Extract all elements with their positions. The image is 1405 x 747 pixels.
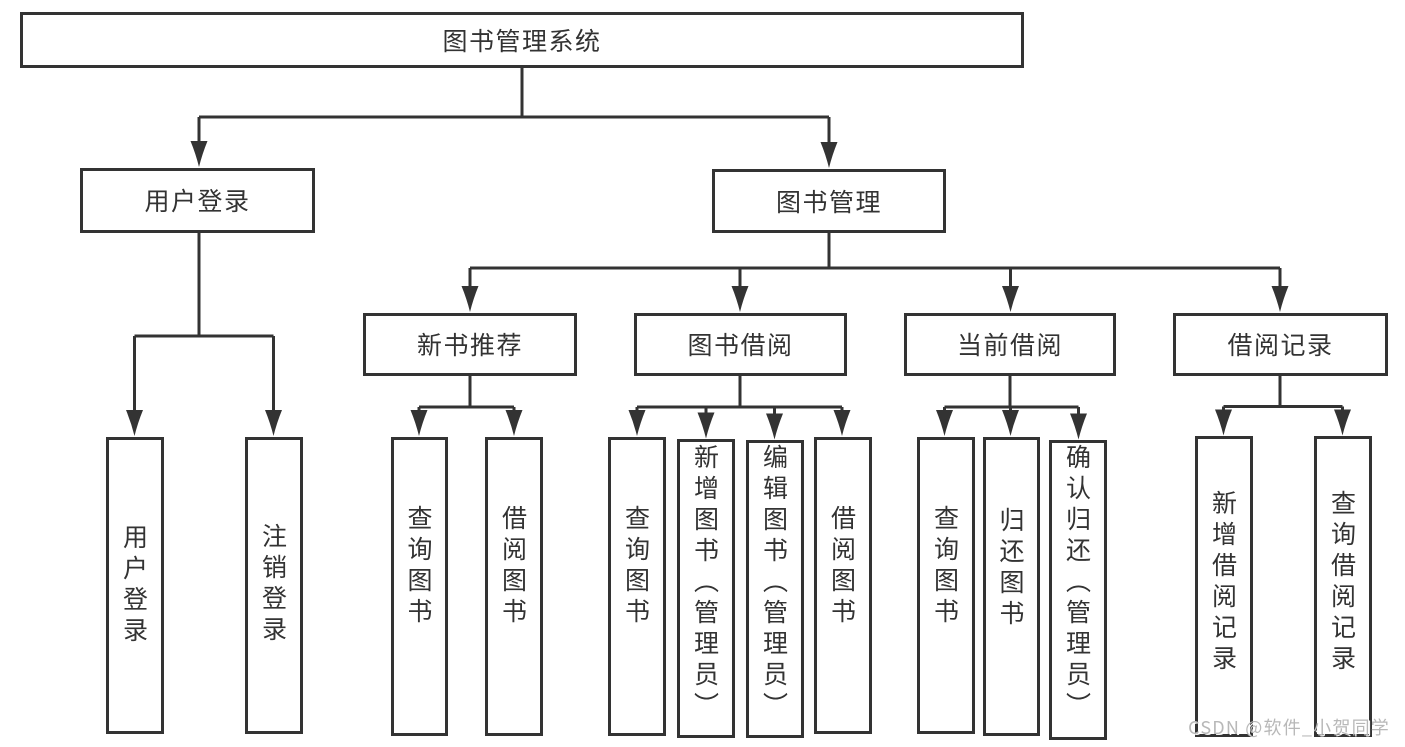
node-library-system-label: 图书管理系统	[442, 21, 602, 58]
leaf-query-borrow-record: 查询借阅记录	[1314, 436, 1372, 737]
leaf-add-book-admin-label: 新增图书（管理员）	[688, 444, 725, 723]
node-borrowing-records: 借阅记录	[1173, 313, 1388, 376]
leaf-edit-book-admin-label: 编辑图书（管理员）	[757, 444, 794, 723]
leaf-query-book-2-label: 查询图书	[619, 505, 656, 629]
leaf-query-book-2: 查询图书	[608, 437, 666, 736]
node-book-management-label: 图书管理	[775, 182, 882, 219]
leaf-query-book-3-label: 查询图书	[928, 505, 965, 629]
node-user-login-label: 用户登录	[144, 182, 251, 218]
leaf-borrow-book-1: 借阅图书	[485, 437, 543, 736]
leaf-logout-label: 注销登录	[256, 523, 293, 647]
leaf-logout: 注销登录	[245, 437, 303, 734]
leaf-borrow-book-2: 借阅图书	[814, 437, 872, 734]
leaf-user-login: 用户登录	[106, 437, 164, 734]
leaf-query-book-1-label: 查询图书	[402, 505, 438, 629]
leaf-confirm-return-admin: 确认归还（管理员）	[1049, 440, 1107, 740]
node-borrowing-records-label: 借阅记录	[1227, 326, 1334, 362]
node-book-borrowing-label: 图书借阅	[687, 326, 794, 362]
leaf-query-borrow-record-label: 查询借阅记录	[1325, 490, 1362, 676]
node-new-book-recommend: 新书推荐	[363, 313, 577, 376]
leaf-edit-book-admin: 编辑图书（管理员）	[746, 440, 804, 738]
node-book-management: 图书管理	[712, 169, 946, 233]
leaf-return-book-label: 归还图书	[994, 507, 1030, 631]
leaf-add-book-admin: 新增图书（管理员）	[677, 439, 735, 738]
leaf-confirm-return-admin-label: 确认归还（管理员）	[1060, 444, 1097, 723]
leaf-add-borrow-record-label: 新增借阅记录	[1206, 490, 1243, 676]
leaf-borrow-book-2-label: 借阅图书	[825, 505, 862, 629]
leaf-user-login-label: 用户登录	[117, 524, 154, 648]
node-current-borrowing: 当前借阅	[904, 313, 1116, 376]
leaf-query-book-1: 查询图书	[391, 437, 448, 736]
leaf-query-book-3: 查询图书	[917, 437, 975, 734]
node-library-system: 图书管理系统	[20, 12, 1024, 68]
node-new-book-recommend-label: 新书推荐	[416, 326, 523, 362]
csdn-watermark: CSDN @软件_小贺同学	[1188, 714, 1390, 740]
leaf-borrow-book-1-label: 借阅图书	[496, 505, 533, 629]
node-user-login: 用户登录	[80, 168, 315, 233]
leaf-add-borrow-record: 新增借阅记录	[1195, 436, 1253, 737]
node-current-borrowing-label: 当前借阅	[956, 326, 1063, 362]
node-book-borrowing: 图书借阅	[634, 313, 847, 376]
leaf-return-book: 归还图书	[983, 437, 1040, 736]
